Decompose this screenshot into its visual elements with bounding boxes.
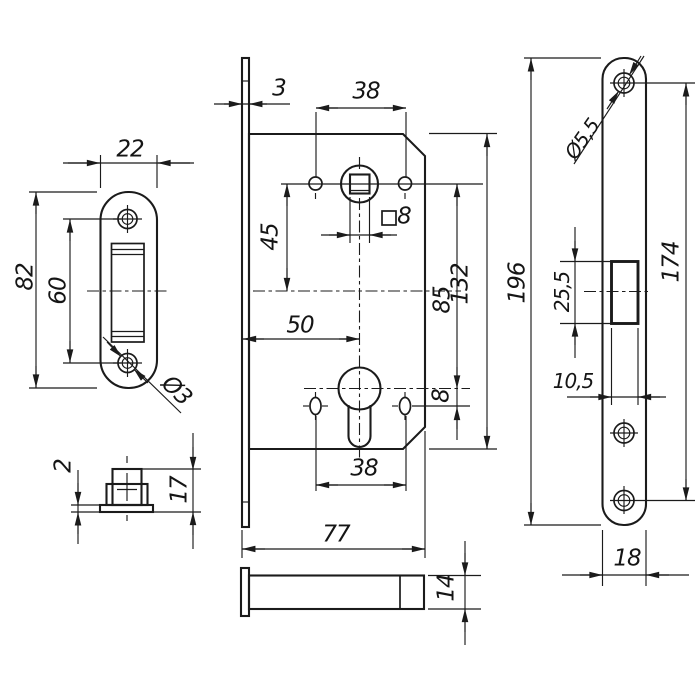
dim-latch-opening-height-label: 25,5	[550, 271, 574, 313]
dim-plate-height-label: 196	[504, 262, 531, 304]
strike-opening	[110, 242, 145, 343]
dim-top-hole-spacing-label: 38	[352, 78, 380, 105]
dim-backset-label: 50	[286, 312, 314, 339]
strike-box-section-view	[71, 433, 201, 549]
lock-edge-bottom-view	[239, 541, 481, 645]
lock-body-front-view	[214, 56, 497, 558]
dim-hub-offset-label: 45	[257, 223, 284, 251]
dim-square-hub-label: 8	[397, 203, 412, 230]
dim-case-height-label: 132	[447, 263, 474, 305]
faceplate-front-view	[524, 55, 695, 586]
dim-bottom-hole-spacing-label: 38	[350, 455, 378, 482]
dim-faceplate-thickness-label: 3	[272, 75, 287, 102]
strike-plate-front-view	[29, 155, 194, 414]
dim-strike-height-label: 82	[12, 263, 39, 291]
dim-strike-hole-spacing-label: 60	[45, 277, 72, 305]
dim-plate-width-label: 18	[613, 545, 641, 572]
dim-strike-width-label: 22	[116, 136, 144, 163]
dim-latch-opening-width-label: 10,5	[552, 369, 595, 393]
latch-opening	[610, 260, 640, 325]
dim-screw-spacing-label: 174	[658, 241, 685, 283]
square-symbol	[381, 210, 397, 226]
lock-case	[247, 132, 427, 451]
dim-box-flange-label: 2	[50, 459, 77, 473]
dim-cylinder-hole-offset-label: 8	[428, 389, 455, 403]
dim-latch-thickness-label: 14	[433, 574, 460, 602]
dim-case-width-label: 77	[322, 521, 350, 548]
dim-box-depth-label: 17	[166, 476, 193, 504]
